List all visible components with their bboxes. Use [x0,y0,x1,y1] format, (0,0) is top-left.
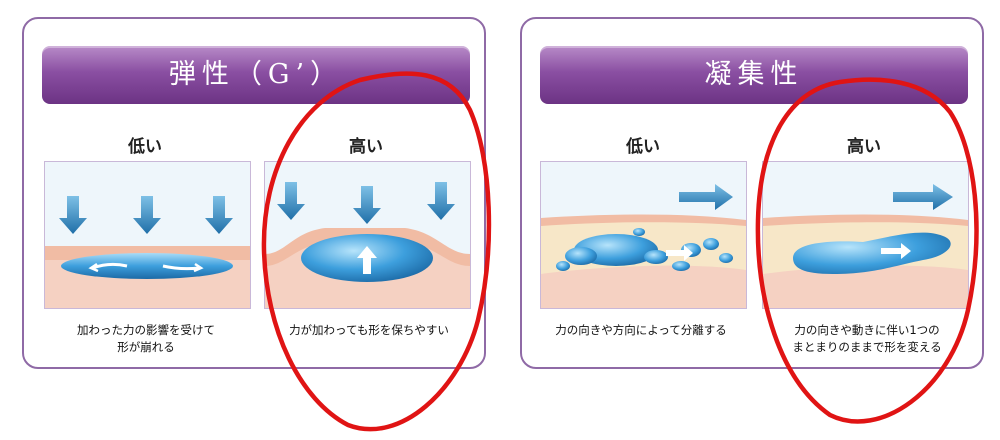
high-elasticity-illustration [264,161,471,309]
elasticity-panel: 弾性（G’） 低い 高い [22,17,486,369]
panel-title: 凝集性 [540,46,968,104]
low-label: 低い [128,137,162,157]
caption-line: 力の向きや方向によって分離する [555,323,727,337]
right-arrow-icon [679,184,733,210]
high-caption: 力が加わっても形を保ちやすい [264,322,474,339]
low-caption: 加わった力の影響を受けて 形が崩れる [41,322,251,356]
caption-line: 加わった力の影響を受けて [77,323,215,337]
caption-line: まとまりのままで形を変える [792,340,942,354]
low-label: 低い [626,137,660,157]
panel-title: 弾性（G’） [42,46,470,104]
caption-line: 力の向きや動きに伴い1つの [794,323,940,337]
down-arrow-icon [59,196,233,234]
high-cohesiveness-illustration [762,161,969,309]
cohesiveness-panel: 凝集性 低い 高い [520,17,984,369]
caption-line: 力が加わっても形を保ちやすい [289,323,449,337]
low-elasticity-illustration [44,161,251,309]
low-caption: 力の向きや方向によって分離する [536,322,746,339]
separated-droplets [556,228,733,271]
caption-line: 形が崩れる [117,340,175,354]
high-label: 高い [349,137,383,157]
low-cohesiveness-illustration [540,161,747,309]
high-caption: 力の向きや動きに伴い1つの まとまりのままで形を変える [762,322,972,356]
flattened-bolus [61,253,233,279]
high-label: 高い [847,137,881,157]
